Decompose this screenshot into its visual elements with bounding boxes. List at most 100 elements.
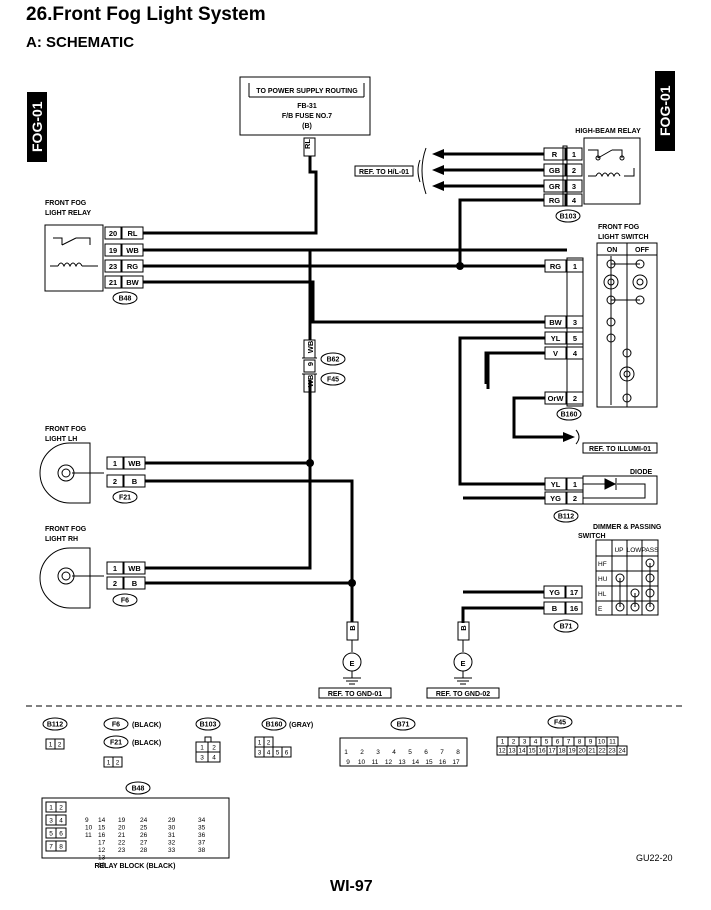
legend-f45b-cell-label: 17 xyxy=(548,748,556,755)
legend-b48-pin: 17 xyxy=(98,840,106,847)
legend-f45b-cell-label: 19 xyxy=(568,748,576,755)
fog-relay-pin-21-wire: BW xyxy=(126,278,139,287)
fog-switch-col-off: OFF xyxy=(635,247,650,254)
legend-b48-pin: 21 xyxy=(118,832,126,839)
midconn-pin: 9 xyxy=(306,362,315,366)
legend-b160-cell-label: 1 xyxy=(258,740,262,747)
legend-f45-cell-label: 6 xyxy=(556,739,560,746)
legend-f45-cell-label: 2 xyxy=(512,739,516,746)
legend-b112-cell-label: 2 xyxy=(58,742,62,749)
legend-b48-pin: 15 xyxy=(98,825,106,832)
midconn-tag-bottom: F45 xyxy=(320,372,346,386)
fog-relay-pin-19-pin: 19 xyxy=(109,246,117,255)
legend-f6-color: (BLACK) xyxy=(132,722,161,729)
legend-b71-pin: 16 xyxy=(439,759,447,766)
legend-b48-pin: 33 xyxy=(168,847,176,854)
legend-b48-pin: 20 xyxy=(118,825,126,832)
legend-b160b-cell-label: 6 xyxy=(285,750,289,757)
fog-switch-pin-5-wire: YL xyxy=(551,334,561,343)
svg-text:F21: F21 xyxy=(119,495,131,502)
fog-relay-pin-20-wire: RL xyxy=(128,229,138,238)
legend-b48-left-cell xyxy=(55,827,67,839)
legend-f45b-cell xyxy=(616,745,628,756)
diode-label: DIODE xyxy=(630,469,653,476)
fog-relay-pin-19-wire: WB xyxy=(126,246,139,255)
power-wire-label: RL xyxy=(303,139,312,149)
dimmer-row-e: E xyxy=(598,606,603,613)
fuse-connector-label: (B) xyxy=(302,123,312,130)
dimmer-pin-17-pin: 17 xyxy=(570,588,578,597)
fog-rh-pin-1-pin: 1 xyxy=(113,564,117,573)
fog-lh-label-2: LIGHT LH xyxy=(45,436,77,443)
fog-switch-connector: B160 xyxy=(556,407,582,421)
legend-f45b-cell-label: 14 xyxy=(518,748,526,755)
page-number: WI-97 xyxy=(330,878,373,895)
legend-b48-left-cell xyxy=(55,840,67,852)
legend-f45-cell-label: 9 xyxy=(589,739,593,746)
legend-f45b-cell-label: 16 xyxy=(538,748,546,755)
legend-f45-tag: F45 xyxy=(547,715,573,729)
legend-f21-cell xyxy=(112,756,123,768)
legend-b103-cell-label: 1 xyxy=(200,745,204,752)
diode-connector: B112 xyxy=(553,509,579,523)
legend-b103-cell-label: 2 xyxy=(212,745,216,752)
legend-b103b-cell xyxy=(207,751,221,763)
legend-b71-pin: 9 xyxy=(346,759,350,766)
fog-switch-pin-2-wire: OrW xyxy=(548,394,565,403)
fog-lh-label-1: FRONT FOG xyxy=(45,426,87,433)
power-supply-box xyxy=(239,76,371,136)
legend-b71-pin: 11 xyxy=(372,759,379,766)
gnd-01-ref: REF. TO GND-01 xyxy=(328,691,382,698)
ground-2-wire: B xyxy=(459,625,468,631)
dimmer-pin-17-wire: YG xyxy=(549,588,560,597)
svg-text:F45: F45 xyxy=(554,720,566,727)
legend-b48-pin: 19 xyxy=(118,817,126,824)
fog-switch-pin-5: YL 5 xyxy=(544,331,584,345)
high-beam-relay-label: HIGH-BEAM RELAY xyxy=(575,128,641,135)
legend-f45b-cell-label: 13 xyxy=(508,748,516,755)
svg-text:B71: B71 xyxy=(397,722,410,729)
high-beam-relay-symbol xyxy=(583,137,641,205)
wire-harness xyxy=(125,152,567,623)
fog-lh-pin-2-wire: B xyxy=(132,477,138,486)
legend-f45b-cell-label: 21 xyxy=(588,748,596,755)
legend-b48-pin: 35 xyxy=(198,825,206,832)
dimmer-col-low: LOW xyxy=(627,547,643,554)
svg-text:B103: B103 xyxy=(560,214,577,221)
fog-rh-pin-1-wire: WB xyxy=(128,564,141,573)
legend-f21-color: (BLACK) xyxy=(132,740,161,747)
fog-switch-pin-5-pin: 5 xyxy=(573,334,577,343)
hb-relay-pin-2-pin: 2 xyxy=(572,166,576,175)
legend-b71-pin: 1 xyxy=(344,749,348,756)
fog-relay-label-1: FRONT FOG xyxy=(45,200,87,207)
legend-b71-pin: 2 xyxy=(360,749,364,756)
diode-pin-1-pin: 1 xyxy=(573,480,577,489)
legend-b48-left-cell xyxy=(55,814,67,826)
svg-text:F6: F6 xyxy=(112,722,120,729)
fog-switch-pin-2-pin: 2 xyxy=(573,394,577,403)
legend-b160b-cell-label: 4 xyxy=(267,750,271,757)
fog-light-lh-housing xyxy=(39,442,91,504)
legend-b71-pin: 13 xyxy=(398,759,406,766)
ground-1-symbol: E xyxy=(349,659,354,668)
legend-b48-pin: 22 xyxy=(118,840,126,847)
legend-b71-pin: 17 xyxy=(452,759,460,766)
illumi-ref-label: REF. TO ILLUMI-01 xyxy=(589,446,651,453)
hb-relay-connector: B103 xyxy=(555,209,581,223)
legend-b48-pin: 25 xyxy=(140,825,148,832)
legend-b112-cell xyxy=(54,738,65,750)
legend-b160b-cell xyxy=(281,746,292,758)
dimmer-row-hl: HL xyxy=(598,591,607,598)
fog-rh-pin-2: B2 xyxy=(106,576,146,590)
svg-text:B112: B112 xyxy=(47,722,63,729)
fog-relay-connector: B48 xyxy=(112,291,138,305)
legend-b48-pin: 29 xyxy=(168,817,176,824)
legend-f45b-cell-label: 15 xyxy=(528,748,536,755)
legend-f45-cell-label: 10 xyxy=(598,739,606,746)
